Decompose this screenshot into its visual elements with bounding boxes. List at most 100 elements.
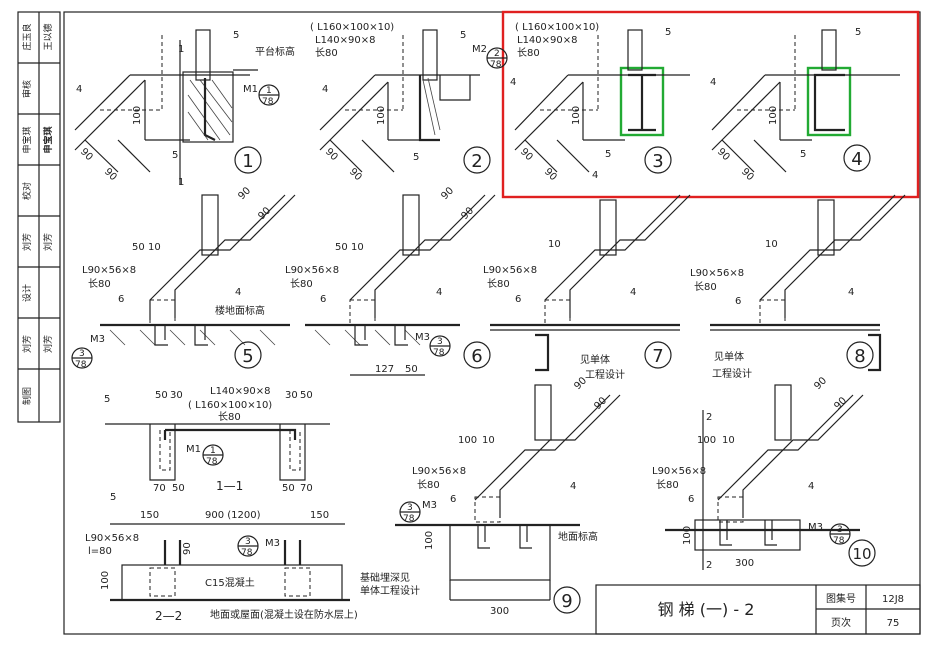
s22-angle: L90×56×8 (85, 533, 139, 544)
s22-d150a: 150 (140, 510, 159, 521)
s22-len: l=80 (88, 546, 112, 557)
d7-see1: 见单体 (580, 354, 610, 366)
d1-weld-5: 5 (233, 30, 239, 41)
strip-sign-4: 刘芳 (42, 233, 54, 251)
strip-role-5: 设计 (21, 284, 33, 302)
d1-m-ref: M1 (243, 84, 258, 95)
d1-dim-h: 100 (132, 106, 143, 125)
d3-dim-b: 90 (542, 166, 559, 183)
d1-platform-label: 平台标高 (255, 45, 295, 58)
d2-ref-bot: 78 (490, 60, 502, 70)
s11-ref-bot: 78 (206, 457, 218, 467)
d1-weld-4: 4 (76, 84, 82, 95)
d10-d100: 100 (697, 435, 716, 446)
drawing-frame (63, 11, 921, 635)
strip-sign-2: 申宝琪 (42, 126, 54, 153)
d2-m-ref: M2 (472, 44, 487, 55)
d9-num: 9 (561, 591, 572, 612)
title-main: 钢 梯 (一) - 2 (658, 600, 755, 619)
d10-sec-bot: 2 (706, 560, 712, 571)
strip-role-2: 申宝琪 (21, 126, 33, 153)
title-page-value: 75 (887, 618, 900, 629)
d9-found1: 基础埋深见 (360, 571, 410, 584)
d1-sec-top: 1 (178, 44, 184, 55)
detail-4 (711, 29, 900, 173)
d8-weld-4: 4 (848, 287, 854, 298)
s11-m-ref: M1 (186, 444, 201, 455)
d3-weld-4: 4 (510, 77, 516, 88)
highlight-red-box (501, 10, 920, 199)
d6-num-circle (463, 341, 491, 369)
d6-d50: 50 (335, 242, 348, 253)
d8-len: 长80 (694, 281, 717, 293)
s22-d150b: 150 (310, 510, 329, 521)
d5-ref-top: 3 (79, 349, 85, 359)
d7-num-circle (644, 341, 672, 369)
d3-len: 长80 (517, 47, 540, 59)
d9-num-circle (553, 586, 581, 614)
d5-m-ref: M3 (90, 334, 105, 345)
d2-dim-b: 90 (347, 166, 364, 183)
strip-role-3: 校对 (21, 182, 33, 200)
s22-d100: 100 (100, 571, 111, 590)
s11-len: 长80 (218, 411, 241, 423)
d6-d127: 127 (375, 364, 394, 375)
detail-9 (395, 384, 621, 601)
d4-dim-a: 90 (715, 146, 732, 163)
s22-dmid: 900 (1200) (205, 510, 261, 521)
d10-weld-4: 4 (808, 481, 814, 492)
d9-d100: 100 (458, 435, 477, 446)
d10-num-circle (848, 539, 876, 567)
s11-d50a: 50 (155, 390, 168, 401)
d6-num: 6 (471, 346, 482, 367)
d8-num-circle (846, 341, 874, 369)
detail-5 (100, 194, 296, 346)
title-atlas-value: 12J8 (882, 594, 904, 605)
d9-found2: 单体工程设计 (360, 584, 420, 597)
d9-dh: 100 (424, 531, 435, 550)
s22-label: 2—2 (155, 609, 182, 623)
d1-sec-bot: 1 (178, 177, 184, 188)
d3-weld-5b: 5 (605, 149, 611, 160)
d6-ref-top: 3 (437, 337, 443, 347)
d5-d10: 10 (148, 242, 161, 253)
title-page-label: 页次 (831, 616, 851, 629)
d6-d50b: 50 (405, 364, 418, 375)
d9-m-ref: M3 (422, 500, 437, 511)
d3-angle2: L140×90×8 (517, 35, 578, 46)
d8-see2: 工程设计 (712, 367, 752, 380)
s11-d50c: 50 (172, 483, 185, 494)
d1-num-circle (234, 146, 262, 174)
strip-role-7: 制图 (21, 387, 33, 405)
strip-role-1: 审核 (21, 80, 33, 98)
s11-d70a: 70 (153, 483, 166, 494)
d3-num-circle (644, 146, 672, 174)
d2-len: 长80 (315, 47, 338, 59)
d5-ref-bot: 78 (75, 360, 87, 370)
d6-angle: L90×56×8 (285, 265, 339, 276)
d8-num: 8 (854, 346, 865, 367)
d6-dim-top: 90 (439, 185, 456, 202)
d4-num: 4 (851, 149, 862, 170)
d2-ref-top: 2 (494, 49, 500, 59)
s11-d50d: 50 (282, 483, 295, 494)
d1-ref-bot: 78 (262, 97, 274, 107)
d8-angle: L90×56×8 (690, 268, 744, 279)
d2-angle1: ( L160×100×10) (310, 22, 394, 33)
title-atlas-label: 图集号 (826, 592, 856, 605)
d7-angle: L90×56×8 (483, 265, 537, 276)
d2-num-circle (463, 146, 491, 174)
d2-weld-5b: 5 (413, 152, 419, 163)
d8-see1: 见单体 (714, 351, 744, 363)
d3-weld-5: 5 (665, 27, 671, 38)
detail-7 (490, 194, 691, 372)
d4-weld-5: 5 (855, 27, 861, 38)
s22-d90: 90 (182, 542, 193, 555)
d10-angle: L90×56×8 (652, 466, 706, 477)
s11-d70b: 70 (300, 483, 313, 494)
detail-2 (319, 29, 480, 173)
strip-sign-0: 王以德 (42, 23, 54, 50)
s22-weld-5: 5 (110, 492, 116, 503)
